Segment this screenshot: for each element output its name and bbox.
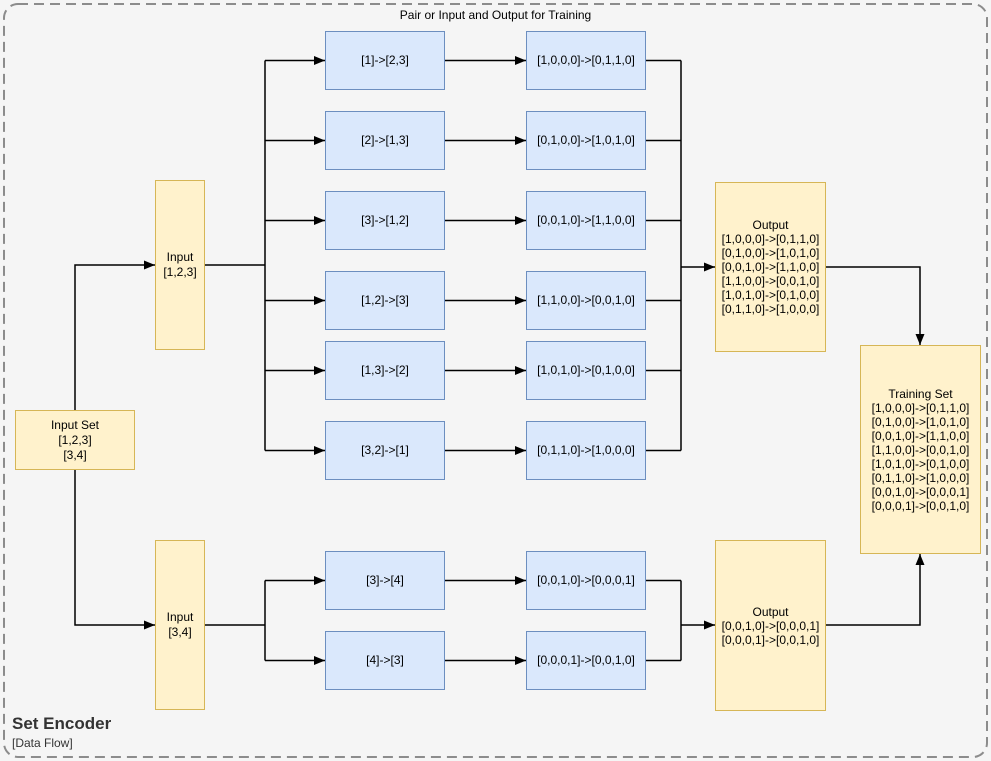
node-label-line: [1,1,0,0]->[0,0,1,0] — [721, 274, 820, 288]
node-onehot-123-5: [1,0,1,0]->[0,1,0,0] — [526, 341, 646, 400]
node-onehot-123-3: [0,0,1,0]->[1,1,0,0] — [526, 191, 646, 250]
node-label-line: [0,0,1,0]->[0,0,0,1] — [871, 484, 970, 499]
node-label: [1,1,0,0]->[0,0,1,0] — [537, 293, 635, 307]
node-label: [3]->[4] — [366, 573, 404, 587]
node-label: [4]->[3] — [366, 653, 404, 667]
diagram-footer-title: Set Encoder — [12, 714, 112, 733]
edge-inputset-to-input34 — [74, 470, 155, 630]
node-label-line: [0,1,0,0]->[1,0,1,0] — [871, 414, 970, 429]
node-label-line: [1,0,0,0]->[0,1,1,0] — [871, 400, 970, 415]
node-pair-123-1: [1]->[2,3] — [325, 31, 445, 90]
node-pair-34-2: [4]->[3] — [325, 631, 445, 690]
node-pair-123-3: [3]->[1,2] — [325, 191, 445, 250]
node-label-line: [0,0,1,0]->[1,1,0,0] — [871, 428, 970, 443]
node-output-34: Output [0,0,1,0]->[0,0,0,1] [0,0,0,1]->[… — [715, 540, 826, 711]
canvas-border — [3, 3, 988, 758]
diagram-title: Pair or Input and Output for Training — [399, 8, 592, 22]
node-label-line: [3,4] — [168, 625, 192, 639]
node-label-line: [1,2,3] — [163, 265, 197, 279]
node-training-set: Training Set [1,0,0,0]->[0,1,1,0] [0,1,0… — [860, 345, 981, 554]
node-label: [0,1,0,0]->[1,0,1,0] — [537, 133, 635, 147]
node-pair-123-4: [1,2]->[3] — [325, 271, 445, 330]
node-input-set: Input Set [1,2,3] [3,4] — [15, 410, 135, 470]
node-onehot-123-2: [0,1,0,0]->[1,0,1,0] — [526, 111, 646, 170]
node-title: Training Set — [888, 386, 953, 401]
node-pair-123-6: [3,2]->[1] — [325, 421, 445, 480]
node-label-line: Input Set — [50, 417, 100, 432]
node-label-line: [1,0,1,0]->[0,1,0,0] — [871, 456, 970, 471]
node-onehot-123-6: [0,1,1,0]->[1,0,0,0] — [526, 421, 646, 480]
node-label-line: Input — [166, 610, 194, 624]
node-label: [0,1,1,0]->[1,0,0,0] — [537, 443, 635, 457]
node-label: [3]->[1,2] — [361, 213, 409, 227]
node-label-line: [0,0,0,1]->[0,0,1,0] — [871, 498, 970, 513]
node-label-line: [1,2,3] — [58, 432, 92, 447]
node-label: [0,0,0,1]->[0,0,1,0] — [537, 653, 635, 667]
node-label-line: [1,0,0,0]->[0,1,1,0] — [721, 232, 820, 246]
node-label: [1]->[2,3] — [361, 53, 409, 67]
edge-output123-to-trainingset — [826, 266, 925, 345]
node-title: Output — [752, 218, 789, 232]
node-label: [1,0,0,0]->[0,1,1,0] — [537, 53, 635, 67]
node-label: [0,0,1,0]->[1,1,0,0] — [537, 213, 635, 227]
node-pair-34-1: [3]->[4] — [325, 551, 445, 610]
node-label-line: [0,0,1,0]->[0,0,0,1] — [721, 618, 820, 633]
node-label-line: [0,1,0,0]->[1,0,1,0] — [721, 246, 820, 260]
node-label: [3,2]->[1] — [361, 443, 409, 457]
node-onehot-34-1: [0,0,1,0]->[0,0,0,1] — [526, 551, 646, 610]
node-pair-123-5: [1,3]->[2] — [325, 341, 445, 400]
node-label: [0,0,1,0]->[0,0,0,1] — [537, 573, 635, 587]
node-input-34: Input [3,4] — [155, 540, 205, 710]
node-label: [1,2]->[3] — [361, 293, 409, 307]
node-label-line: [1,0,1,0]->[0,1,0,0] — [721, 288, 820, 302]
diagram-footer-subtitle: [Data Flow] — [12, 736, 73, 750]
node-label-line: [1,1,0,0]->[0,0,1,0] — [871, 442, 970, 457]
node-label-line: [3,4] — [63, 447, 87, 462]
node-label-line: [0,1,1,0]->[1,0,0,0] — [721, 302, 820, 316]
node-label-line: [0,1,1,0]->[1,0,0,0] — [871, 470, 970, 485]
node-title: Output — [752, 604, 789, 619]
node-onehot-123-4: [1,1,0,0]->[0,0,1,0] — [526, 271, 646, 330]
node-label-line: Input — [166, 250, 194, 264]
node-pair-123-2: [2]->[1,3] — [325, 111, 445, 170]
edge-inputset-to-input123 — [74, 260, 155, 410]
node-label: [1,3]->[2] — [361, 363, 409, 377]
node-label: [1,0,1,0]->[0,1,0,0] — [537, 363, 635, 377]
node-label-line: [0,0,1,0]->[1,1,0,0] — [721, 260, 820, 274]
node-label: [2]->[1,3] — [361, 133, 409, 147]
node-label-line: [0,0,0,1]->[0,0,1,0] — [721, 632, 820, 647]
node-onehot-34-2: [0,0,0,1]->[0,0,1,0] — [526, 631, 646, 690]
edge-output34-to-trainingset — [826, 554, 925, 626]
node-input-123: Input [1,2,3] — [155, 180, 205, 350]
node-onehot-123-1: [1,0,0,0]->[0,1,1,0] — [526, 31, 646, 90]
node-output-123: Output [1,0,0,0]->[0,1,1,0] [0,1,0,0]->[… — [715, 182, 826, 352]
